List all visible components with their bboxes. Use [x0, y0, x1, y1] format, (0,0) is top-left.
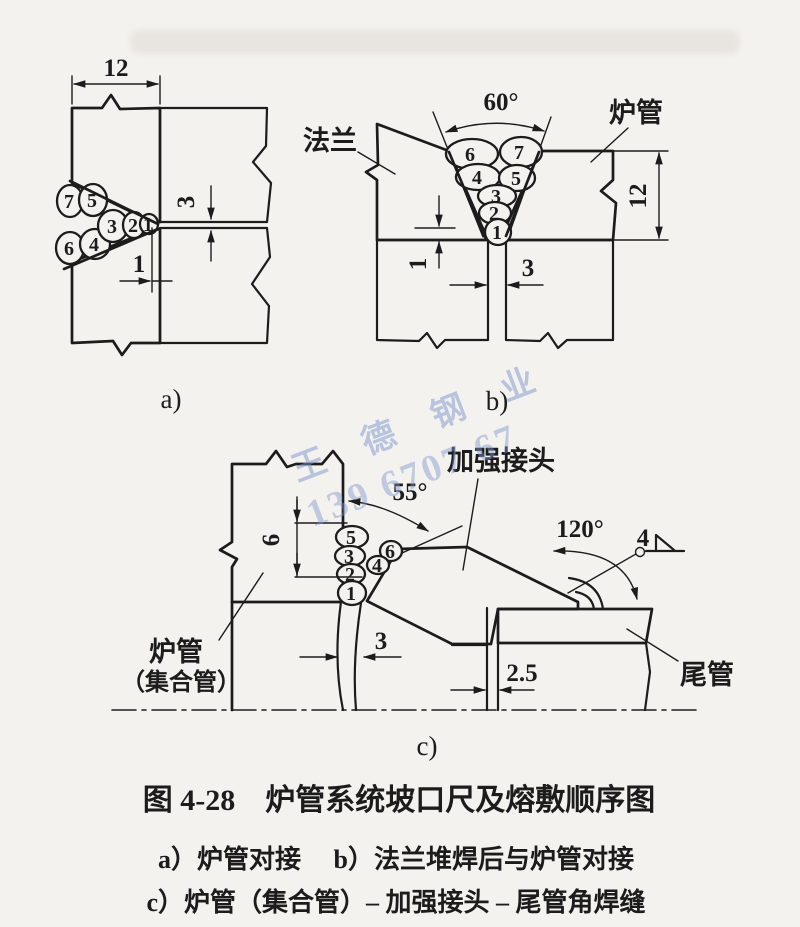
leader-line: [567, 553, 637, 594]
dim-depth-label: 12: [625, 184, 652, 209]
dim-depth-c: 6: [258, 496, 363, 578]
tailpipe-wall-section: [496, 607, 654, 645]
part-label-joint: 加强接头: [447, 446, 555, 476]
part-label-tail: 尾管: [680, 660, 734, 690]
figure-caption-sub1: a）炉管对接 b）法兰堆焊后与炉管对接: [158, 845, 634, 874]
bead-number: 6: [64, 238, 74, 260]
part-label-tube2: （集合管）: [121, 668, 241, 696]
lower-plate-left: [375, 238, 490, 350]
sublabel-b: b): [486, 386, 509, 416]
part-label-tube1: 炉管: [149, 637, 203, 667]
dim-root-gap-b: 3: [449, 255, 544, 289]
figure-caption-title: 图 4-28 炉管系统坡口尺及熔敷顺序图: [143, 783, 656, 817]
dim-width-label: 12: [104, 55, 129, 82]
plate-upper-right: [158, 106, 273, 224]
leader-line: [590, 127, 629, 163]
bead-number: 5: [511, 168, 521, 190]
leader-line: [218, 572, 264, 641]
leader-circle: [634, 546, 646, 558]
header-tube-section: [218, 449, 345, 604]
weld-bead: [365, 554, 391, 576]
leader-line: [626, 628, 679, 662]
groove-bevel-lower: [62, 227, 160, 271]
caption: 图 4-28 炉管系统坡口尺及熔敷顺序图 a）炉管对接 b）法兰堆焊后与炉管对接…: [143, 783, 656, 917]
bead-number: 1: [492, 222, 502, 244]
bead-number: 1: [143, 214, 153, 236]
dim-gap-label: 3: [375, 628, 388, 655]
sublabel-a: a): [161, 384, 182, 414]
bead-number: 1: [346, 583, 356, 605]
sublabel-c: c): [417, 731, 438, 761]
bead-number: 4: [89, 234, 99, 256]
dim-clearance-label: 2.5: [506, 660, 537, 687]
dim-plate-width-a: 12: [71, 55, 161, 105]
weld-bead: [378, 539, 404, 563]
dim-root-label: 1: [405, 258, 432, 271]
angle-fillet-label: 120°: [556, 516, 604, 543]
label-tube: 炉管: [590, 98, 663, 163]
bead-number: 7: [514, 142, 524, 164]
dim-depth-b: 12: [612, 150, 669, 241]
figure-caption-sub2: c）炉管（集合管）– 加强接头 – 尾管角焊缝: [146, 887, 645, 917]
groove-bevel-upper: [68, 179, 160, 226]
dim-gap-label: 3: [173, 196, 200, 209]
dim-fillet-label: 4: [637, 525, 650, 552]
root-gap-curve-right: [353, 601, 363, 712]
dim-groove-angle-b: 60°: [444, 89, 546, 133]
label-header-tube: 炉管 （集合管）: [121, 572, 264, 696]
label-reinforcing-joint: 加强接头: [447, 446, 555, 571]
plate-lower-right: [158, 226, 272, 345]
bead-number: 3: [344, 546, 354, 568]
dim-root-gap-c: 3: [299, 628, 402, 661]
bead-number: 3: [107, 216, 117, 238]
dim-groove-angle-c: 55°: [347, 479, 463, 554]
dim-depth-label: 6: [258, 534, 285, 547]
fillet-weld-callout: 4: [567, 525, 686, 594]
bead-number: 2: [128, 215, 138, 237]
bead-number: 2: [489, 203, 499, 225]
part-label-flange: 法兰: [303, 126, 357, 156]
bead-number: 4: [472, 167, 482, 189]
label-flange: 法兰: [303, 126, 396, 175]
weld-beads-c: 5 3 2 1 6 4: [333, 524, 404, 607]
bead-number: 3: [491, 186, 501, 208]
dim-fillet-angle-c: 120°: [552, 516, 639, 601]
weld-bead: [483, 217, 513, 247]
weld-beads-b: 6 7 4 5 3 2 1: [444, 135, 544, 247]
leader-line: [357, 151, 396, 175]
bead-number: 5: [346, 527, 356, 549]
lower-plate-right: [504, 238, 615, 350]
angle-label: 60°: [484, 89, 519, 116]
diagram-c: 5 3 2 1 6 4 6 55° 1: [111, 446, 734, 761]
groove-edge-left: [447, 150, 486, 238]
bead-number: 6: [465, 144, 475, 166]
groove-edge-right: [504, 150, 541, 238]
root-gap-curve-left: [336, 600, 345, 712]
bead-number: 5: [87, 190, 97, 212]
dim-root-face-b: 1: [405, 195, 456, 271]
bead-number: 4: [372, 555, 382, 577]
leader-line: [462, 478, 479, 571]
dim-gap-label: 3: [522, 255, 535, 282]
slope-extension: [401, 525, 463, 554]
part-label-tube: 炉管: [609, 98, 663, 128]
weld-bead: [336, 579, 368, 607]
fillet-weld-symbol: [654, 533, 676, 552]
reinforcing-joint-section: [365, 545, 580, 646]
dim-root-gap-a: 3: [173, 185, 215, 262]
label-tailpipe: 尾管: [626, 628, 734, 690]
diagram-b: 6 7 4 5 3 2 1 60° 12 法兰: [303, 89, 669, 416]
dim-root-label: 1: [133, 251, 146, 278]
angle-groove-label: 55°: [393, 479, 428, 506]
dim-root-face-a: 1: [119, 227, 173, 293]
dim-clearance-c: 2.5: [450, 660, 538, 694]
diagram-a: 7 5 6 4 3 2 1 12 3: [54, 55, 273, 414]
bead-number: 7: [64, 191, 74, 213]
bead-number: 6: [385, 541, 395, 563]
scan-artifact: [130, 30, 740, 54]
tailpipe-break-line: [643, 641, 652, 712]
bead-number: 2: [345, 564, 355, 586]
